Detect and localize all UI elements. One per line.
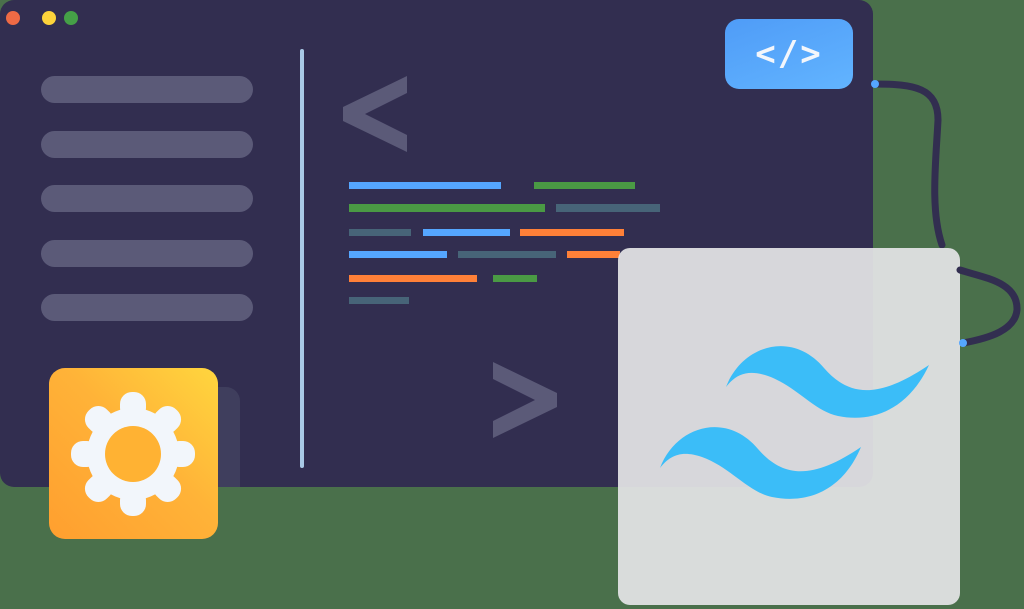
tailwind-card	[618, 248, 960, 605]
code-line	[520, 229, 624, 236]
code-line	[349, 297, 409, 304]
sidebar-item	[41, 240, 253, 267]
code-line	[349, 275, 477, 282]
close-dot-icon	[6, 11, 20, 25]
minimize-dot-icon	[42, 11, 56, 25]
code-line	[349, 229, 411, 236]
code-line	[493, 275, 537, 282]
code-line	[423, 229, 510, 236]
settings-tile	[49, 368, 218, 539]
code-badge-label: </>	[755, 34, 823, 74]
tailwind-logo-icon	[660, 346, 929, 499]
maximize-dot-icon	[64, 11, 78, 25]
sidebar-item	[41, 76, 253, 103]
gear-icon	[71, 392, 195, 516]
code-line	[349, 251, 447, 258]
code-line	[567, 251, 620, 258]
code-line	[349, 182, 501, 189]
sidebar-item	[41, 185, 253, 212]
divider	[300, 49, 304, 468]
close-bracket-icon	[493, 362, 557, 438]
code-line	[458, 251, 556, 258]
code-badge: </>	[725, 19, 853, 89]
sidebar-item	[41, 294, 253, 321]
code-line	[534, 182, 635, 189]
code-line	[349, 204, 545, 212]
code-line	[556, 204, 660, 212]
sidebar-item	[41, 131, 253, 158]
open-bracket-icon	[343, 76, 407, 152]
